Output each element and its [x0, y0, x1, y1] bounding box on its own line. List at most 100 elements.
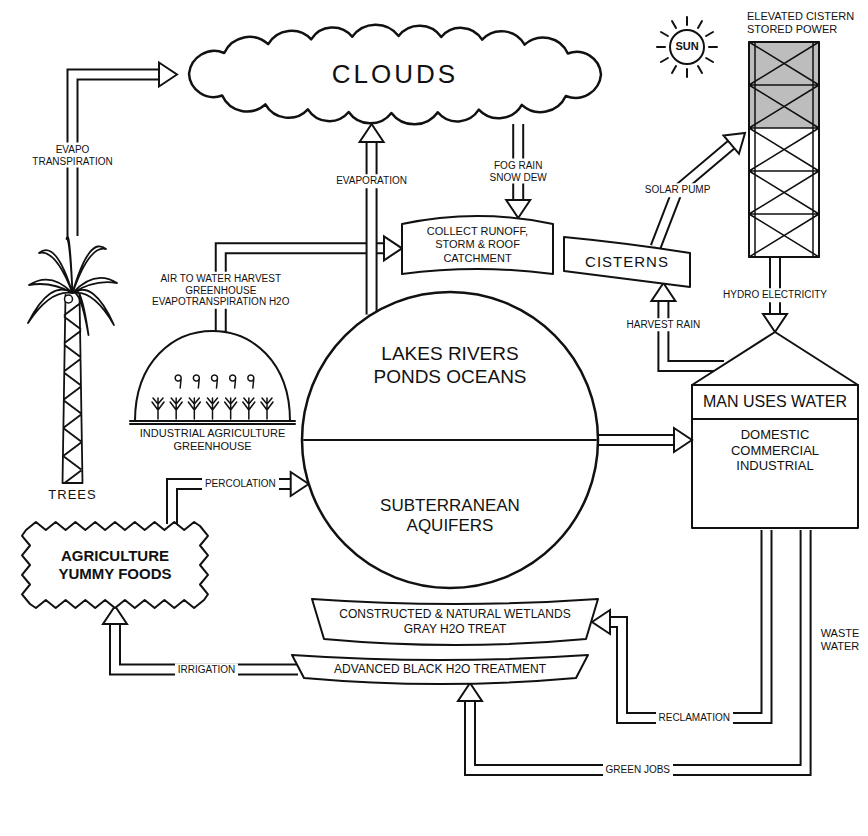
- house-walls: [692, 385, 858, 528]
- greenhouse-plants: [152, 375, 273, 419]
- arrow-shaft-fill: [771, 258, 779, 315]
- arrow-head: [674, 428, 692, 452]
- sun-rays: [657, 17, 717, 77]
- node-text: SUBTERRANEAN AQUIFERS: [340, 496, 560, 537]
- flow-band: ADVANCED BLACK H2O TREATMENT: [290, 653, 590, 686]
- arrow-shaft-outline: [598, 434, 675, 446]
- arrow-label: PERCOLATION: [202, 477, 279, 491]
- arrow-label: GREEN JOBS: [603, 763, 673, 777]
- water-circle-outline: [302, 292, 598, 588]
- flow-band: CISTERNS: [562, 235, 692, 289]
- label-holder: HARVEST RAIN: [513, 318, 813, 332]
- house-shape: MAN USES WATER DOMESTIC COMMERCIAL INDUST…: [690, 330, 860, 530]
- arrow-head: [592, 610, 610, 634]
- flow-arrow: [592, 530, 767, 718]
- node-text: AGRICULTURE YUMMY FOODS: [38, 547, 192, 583]
- label-holder: EVAPORATION: [222, 174, 522, 188]
- node-text: CLOUDS: [332, 59, 458, 90]
- node-text: LAKES RIVERS PONDS OCEANS: [355, 343, 545, 389]
- water-circle-outline: [300, 290, 600, 590]
- greenhouse-dome: INDUSTRIAL AGRICULTURE GREENHOUSE: [130, 326, 295, 457]
- zigzag-outline: [22, 522, 208, 608]
- cistern-tower: ELEVATED CISTERN STORED POWER: [745, 8, 857, 258]
- band-outline: [312, 599, 598, 645]
- band-outline: [292, 655, 588, 684]
- node-text: MAN USES WATER: [703, 392, 847, 411]
- arrow-shaft-outline: [609, 530, 767, 718]
- arrow-label: RECLAMATION: [656, 711, 734, 725]
- arrow-shaft-fill: [609, 530, 767, 718]
- house-roof: [692, 332, 858, 385]
- arrow-label: SOLAR PUMP: [642, 183, 714, 197]
- flow-arrow: [598, 428, 692, 452]
- band-outline: [564, 237, 690, 287]
- arrow-label: FOG RAIN SNOW DEW: [480, 159, 556, 184]
- label-holder: EVAPO TRANSPIRATION: [0, 143, 223, 168]
- arrow-label: HARVEST RAIN: [624, 318, 704, 332]
- cloud-outline: [189, 25, 601, 125]
- node-text: ELEVATED CISTERN STORED POWER: [747, 10, 855, 36]
- flow-arrow: [360, 124, 384, 314]
- label-holder: AIR TO WATER HARVEST GREENHOUSE EVAPOTRA…: [71, 272, 371, 309]
- divider-line: [692, 418, 858, 420]
- node-text: TREES: [48, 487, 96, 503]
- sun-disc: [670, 30, 704, 64]
- flow-label: WASTE WATER: [812, 626, 868, 653]
- sun-symbol: SUN: [652, 12, 722, 82]
- label-holder: RECLAMATION: [544, 711, 844, 725]
- band-outline: [402, 216, 553, 274]
- palm-fronds: [28, 237, 117, 335]
- arrow-label: HYDRO ELECTRICITY: [720, 288, 830, 302]
- coconut: [65, 295, 73, 303]
- arrow-head: [360, 124, 384, 142]
- arrow-label: EVAPO TRANSPIRATION: [20, 143, 126, 168]
- cloud-shape: CLOUDS: [175, 22, 615, 127]
- dome-outline: [135, 331, 290, 421]
- arrow-head: [651, 283, 675, 301]
- arrow-head: [724, 133, 746, 154]
- label-holder: PERCOLATION: [90, 477, 390, 491]
- flow-band: CONSTRUCTED & NATURAL WETLANDS GRAY H2O …: [310, 597, 600, 647]
- flow-band: COLLECT RUNOFF, STORM & ROOF CATCHMENT: [400, 212, 555, 278]
- arrow-head: [506, 200, 530, 218]
- water-circle: LAKES RIVERS PONDS OCEANS SUBTERRANEAN AQ…: [300, 290, 600, 590]
- arrow-shaft-outline: [366, 141, 378, 314]
- divider-line: [304, 439, 596, 441]
- node-text: DOMESTIC COMMERCIAL INDUSTRIAL: [700, 427, 850, 474]
- label-holder: GREEN JOBS: [488, 763, 788, 777]
- arrow-head: [159, 63, 177, 87]
- flow-arrow: [103, 606, 298, 670]
- label-holder: SOLAR PUMP: [528, 183, 828, 197]
- palm-trunk: [63, 295, 83, 483]
- tower-lattice: [749, 42, 819, 257]
- arrow-head: [458, 683, 482, 701]
- node-text: COLLECT RUNOFF, STORM & ROOF CATCHMENT: [412, 225, 543, 265]
- arrow-head: [384, 236, 402, 260]
- label-holder: IRRIGATION: [57, 663, 357, 677]
- flow-arrow: [172, 472, 309, 524]
- palm-tree-outline: [25, 235, 120, 505]
- node-text: CISTERNS: [585, 253, 669, 271]
- label-holder: FOG RAIN SNOW DEW: [368, 159, 668, 184]
- tower-frame: [749, 42, 819, 257]
- palm-tree: TREES: [25, 235, 120, 505]
- arrow-label: IRRIGATION: [175, 663, 239, 677]
- arrow-shaft-outline: [769, 258, 781, 315]
- arrow-head: [763, 314, 787, 332]
- arrow-shaft-fill: [663, 300, 724, 366]
- node-text: ADVANCED BLACK H2O TREATMENT: [334, 662, 546, 676]
- arrow-shaft-fill: [598, 436, 675, 444]
- node-text: SUN: [675, 40, 698, 53]
- arrow-shaft-outline: [663, 300, 724, 366]
- label-holder: WASTE WATER: [690, 626, 868, 653]
- dome-base: [130, 421, 295, 424]
- arrow-label: EVAPORATION: [333, 174, 410, 188]
- cistern-tower-outline: [745, 8, 857, 258]
- arrow-label: AIR TO WATER HARVEST GREENHOUSE EVAPOTRA…: [143, 272, 299, 309]
- zigzag-box: AGRICULTURE YUMMY FOODS: [20, 520, 210, 610]
- node-text: INDUSTRIAL AGRICULTURE GREENHOUSE: [134, 427, 291, 453]
- label-holder: HYDRO ELECTRICITY: [625, 288, 868, 302]
